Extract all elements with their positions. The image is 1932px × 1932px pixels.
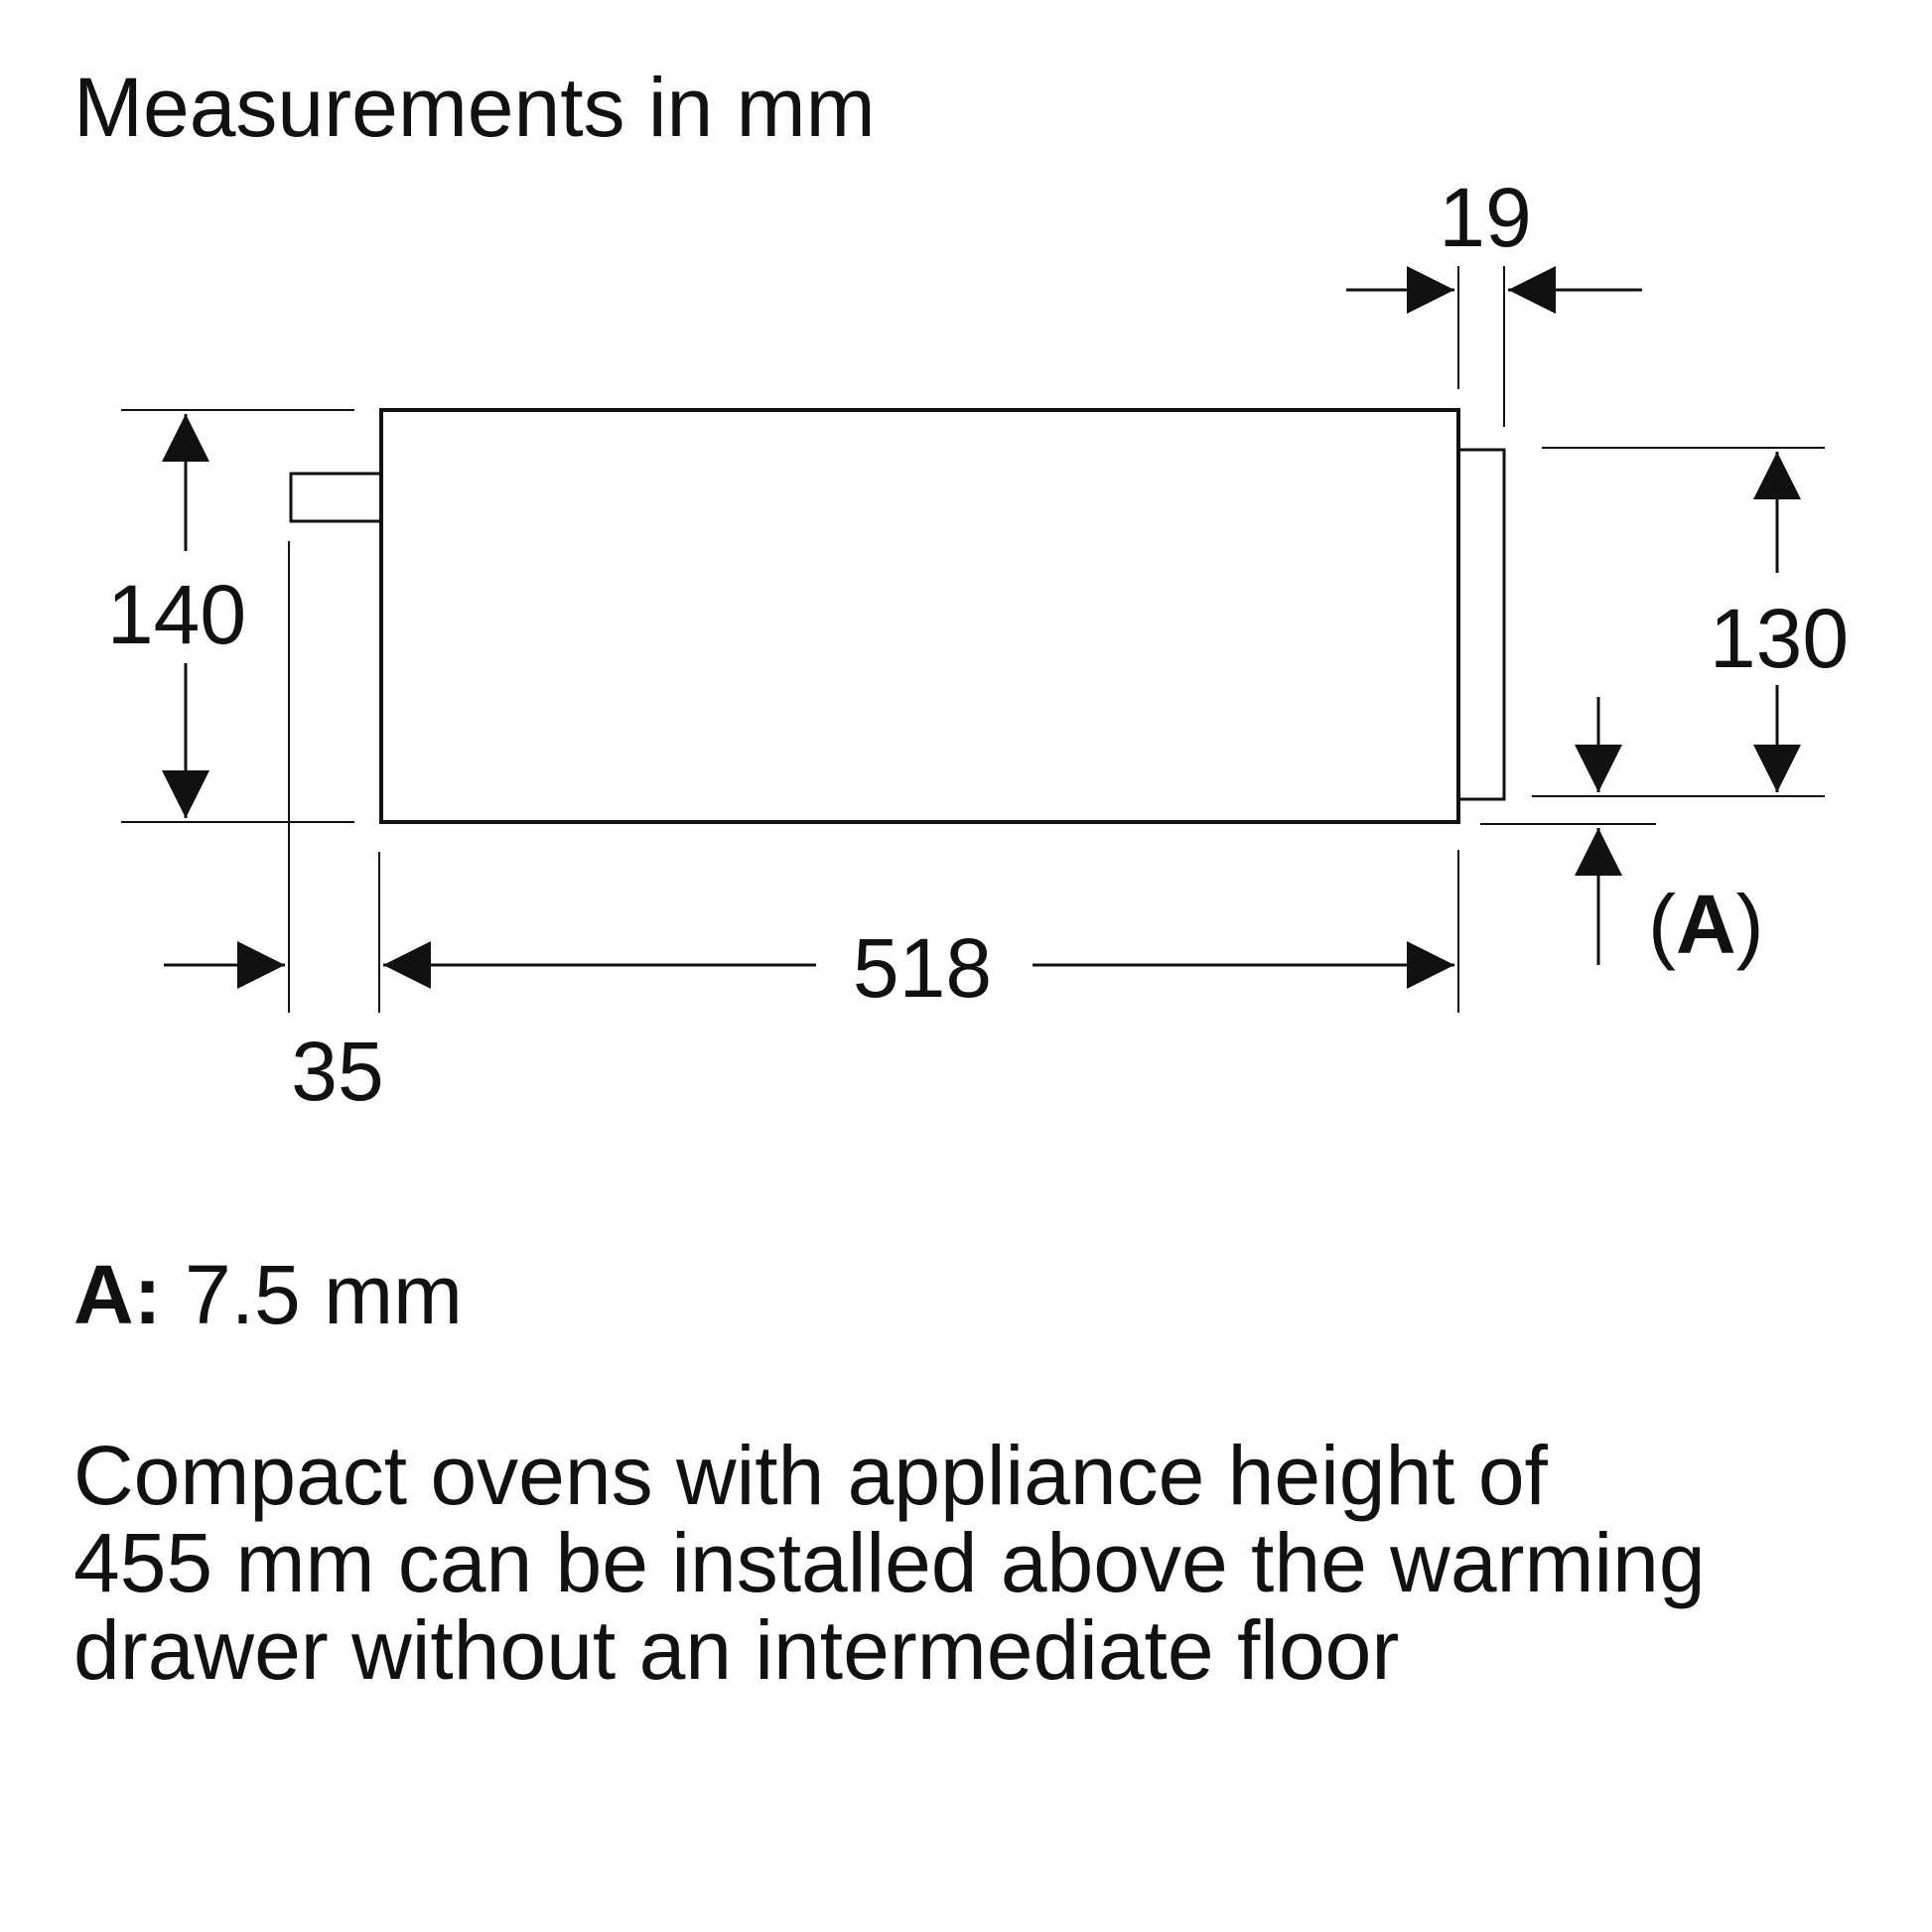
legend-value: 7.5 mm	[161, 1248, 464, 1341]
note-line: drawer without an intermediate floor	[73, 1603, 1400, 1697]
drawer-body	[379, 408, 1460, 824]
legend-a: A: 7.5 mm	[73, 1253, 463, 1336]
dimension-label-518: 518	[853, 921, 992, 1015]
paren-close: )	[1736, 878, 1764, 971]
rear-connector	[289, 472, 383, 523]
installation-note: Compact ovens with appliance height of 4…	[73, 1432, 1880, 1694]
dimension-label-19: 19	[1439, 171, 1531, 264]
note-line: 455 mm can be installed above the warmin…	[73, 1516, 1706, 1609]
paren-open: (	[1648, 878, 1676, 971]
dimension-label-140: 140	[107, 568, 246, 661]
dimension-label-35: 35	[291, 1025, 383, 1118]
dimension-label-a: (A)	[1648, 878, 1764, 971]
front-panel	[1456, 448, 1506, 801]
legend-key: A:	[73, 1248, 162, 1341]
note-line: Compact ovens with appliance height of	[73, 1429, 1548, 1522]
page-title: Measurements in mm	[73, 61, 876, 154]
dimension-label-130: 130	[1710, 592, 1849, 685]
gap-key: A	[1676, 878, 1736, 971]
